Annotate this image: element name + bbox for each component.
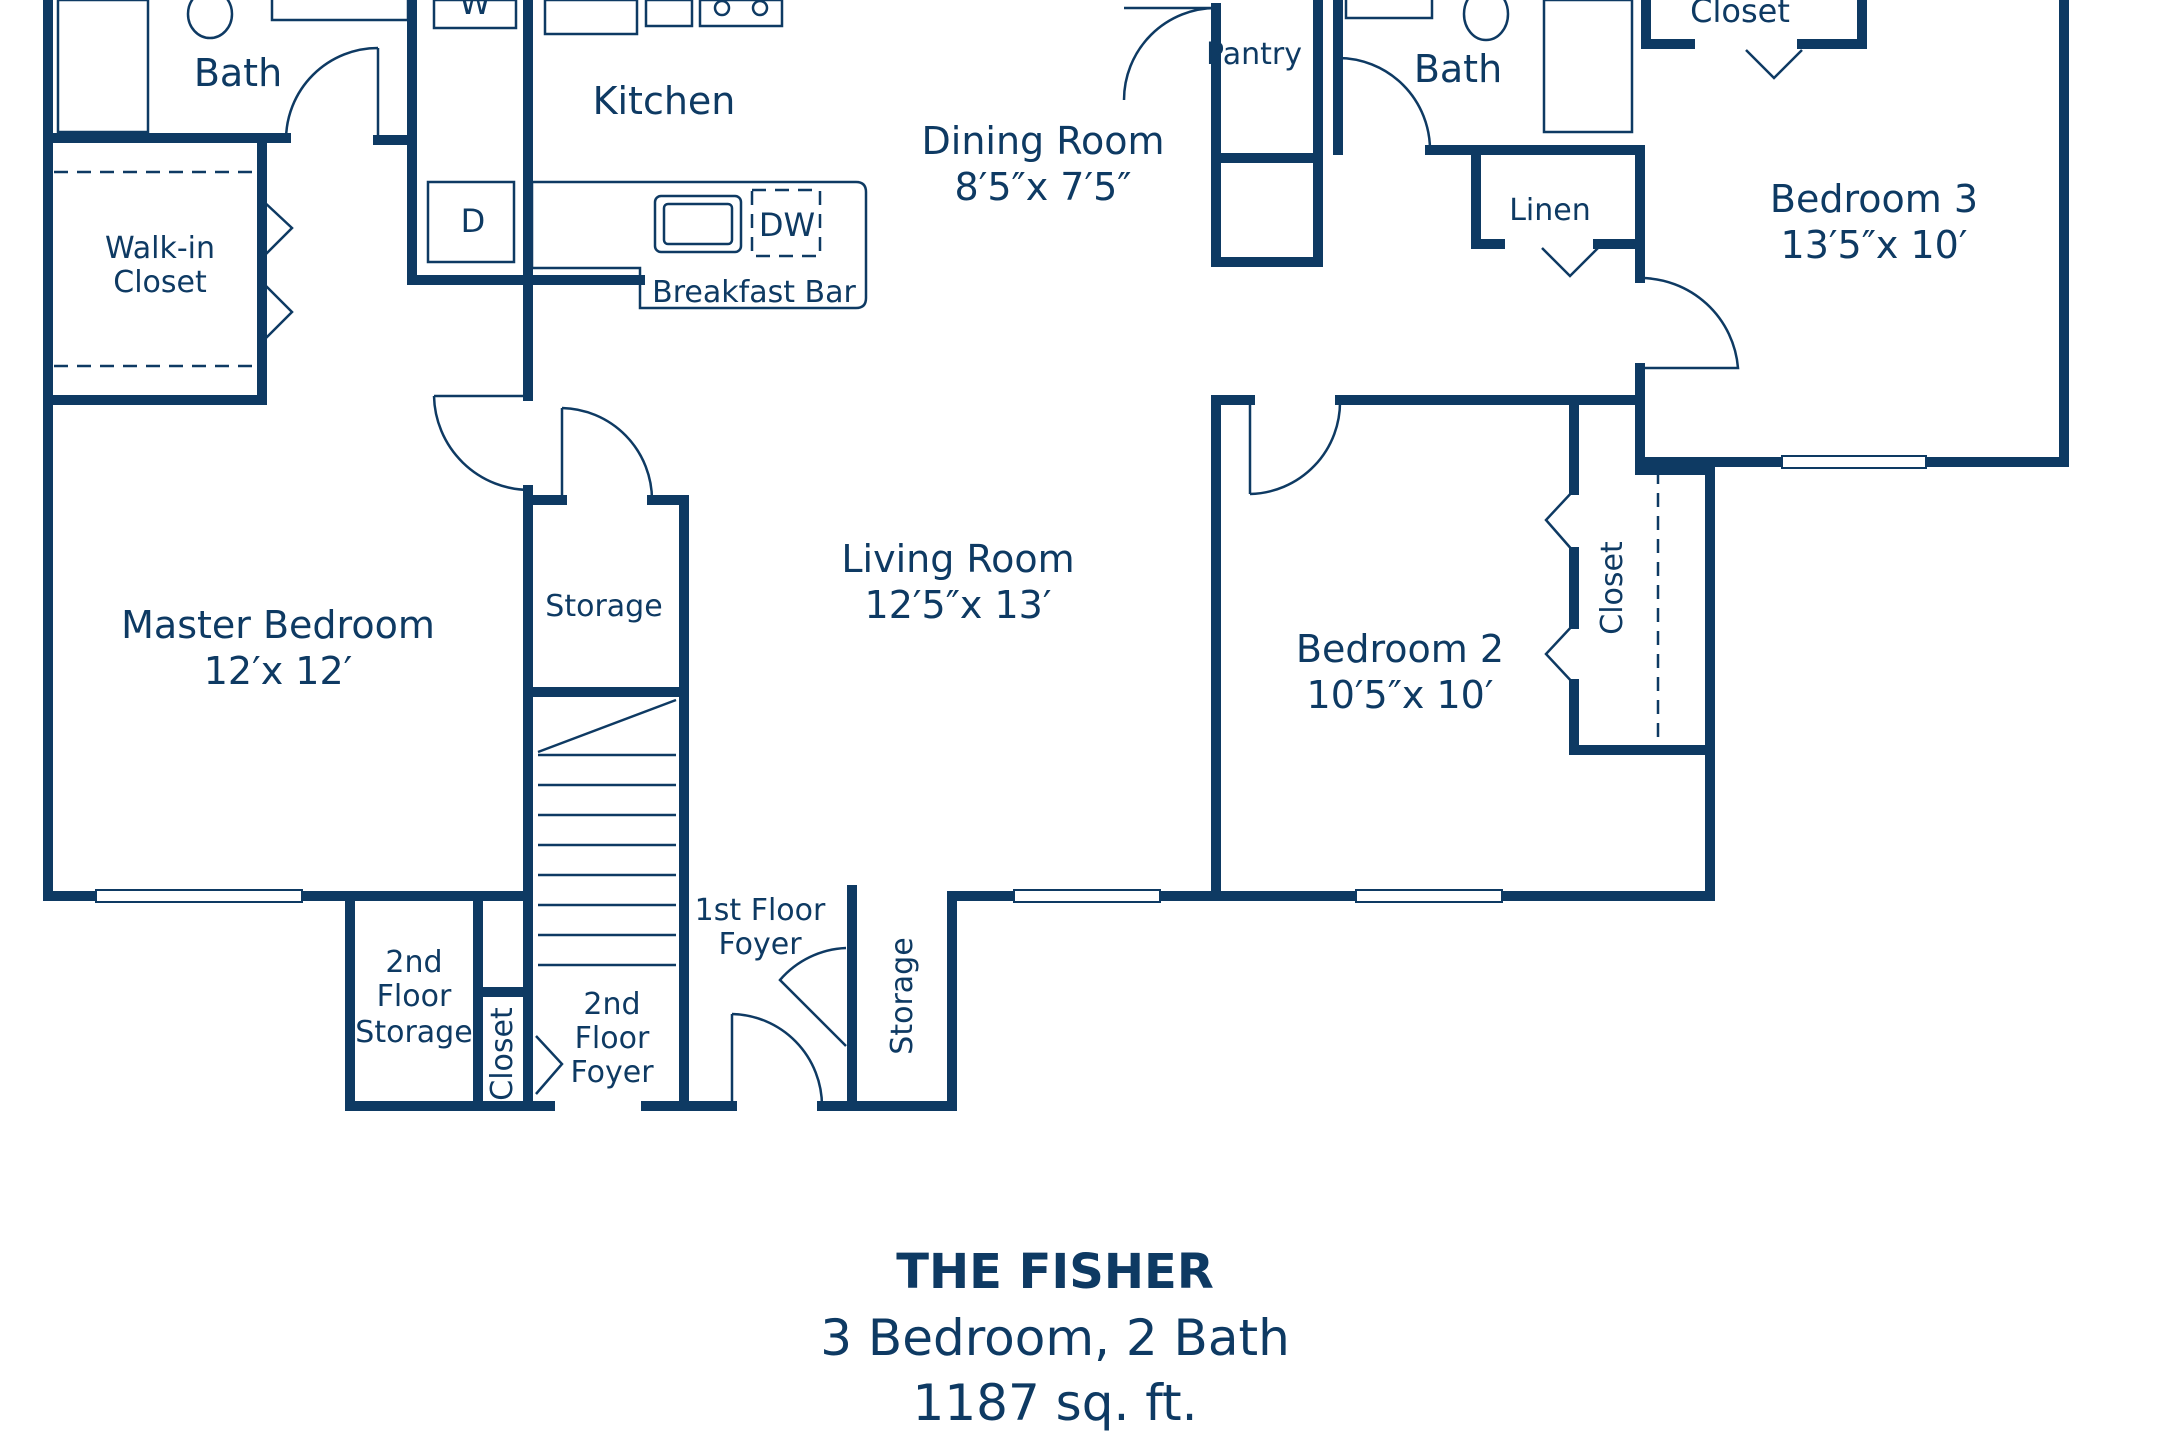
stove-box bbox=[698, 0, 784, 28]
fridge-box bbox=[543, 0, 639, 36]
toilet-left bbox=[186, 0, 234, 40]
room-label-storage-center: Storage bbox=[545, 589, 662, 624]
plan-summary: 3 Bedroom, 2 Bath bbox=[820, 1309, 1290, 1367]
windows bbox=[95, 455, 1927, 903]
breakfast-bar-counter bbox=[530, 180, 868, 310]
room-label-storage-bottom: Storage bbox=[885, 937, 920, 1054]
room-label-pantry: Pantry bbox=[1206, 37, 1302, 72]
living-room-name: Living Room bbox=[841, 537, 1074, 581]
walkin-closet-line2: Closet bbox=[113, 265, 207, 300]
master-bedroom-size: 12′x 12′ bbox=[204, 649, 353, 693]
bifold-door bbox=[1544, 489, 1575, 685]
first-floor-foyer-line2: Foyer bbox=[718, 927, 802, 962]
dishwasher-outline bbox=[750, 188, 822, 258]
door-swing bbox=[560, 406, 654, 501]
staircase bbox=[537, 698, 677, 967]
walls bbox=[43, 0, 2069, 1111]
plan-caption: THE FISHER 3 Bedroom, 2 Bath 1187 sq. ft… bbox=[820, 1244, 1290, 1432]
burner-icon bbox=[751, 0, 769, 17]
door-swing bbox=[1122, 6, 1218, 101]
second-floor-foyer-line1: 2nd bbox=[583, 987, 640, 1022]
kitchen-sink bbox=[653, 194, 743, 254]
room-label-bath-right: Bath bbox=[1414, 47, 1502, 91]
second-floor-foyer-line2: Floor bbox=[575, 1021, 650, 1056]
window bbox=[1355, 889, 1503, 903]
plan-name: THE FISHER bbox=[896, 1244, 1214, 1300]
door-swing bbox=[1248, 399, 1342, 496]
dishwasher-label: DW bbox=[759, 206, 815, 244]
dining-room-size: 8′5″x 7′5″ bbox=[955, 165, 1132, 209]
entry-door-swing bbox=[730, 1012, 824, 1107]
vanity-right bbox=[1344, 0, 1434, 20]
doors bbox=[261, 6, 1803, 1107]
living-room-size: 12′5″x 13′ bbox=[865, 583, 1052, 627]
second-floor-storage-line3: Storage bbox=[355, 1015, 472, 1050]
door-swing bbox=[778, 946, 847, 1047]
fixtures bbox=[54, 0, 1660, 967]
washer-label: W bbox=[459, 0, 491, 22]
bathtub-right bbox=[1542, 0, 1634, 134]
room-label-bath-left: Bath bbox=[194, 51, 282, 95]
room-label-closet-bottom: Closet bbox=[485, 1007, 520, 1101]
bifold-door bbox=[1745, 49, 1803, 80]
bathtub-left bbox=[56, 0, 150, 134]
labels: Bath W D Kitchen DW Breakfast Bar Dining… bbox=[105, 0, 1978, 1101]
window bbox=[1781, 455, 1927, 469]
door-swing bbox=[1639, 276, 1740, 370]
room-label-closet-top: Closet bbox=[1690, 0, 1790, 30]
dryer-box bbox=[426, 180, 516, 264]
kitchen-sink-basin bbox=[662, 202, 734, 246]
master-bedroom-name: Master Bedroom bbox=[121, 603, 435, 647]
plan-area: 1187 sq. ft. bbox=[913, 1374, 1198, 1432]
counter-box bbox=[644, 0, 694, 28]
dining-room-name: Dining Room bbox=[922, 119, 1165, 163]
bedroom2-size: 10′5″x 10′ bbox=[1307, 673, 1494, 717]
second-floor-storage-line2: Floor bbox=[377, 979, 452, 1014]
toilet-right bbox=[1462, 0, 1510, 42]
vanity-left bbox=[270, 0, 410, 22]
burner-icon bbox=[713, 0, 731, 17]
room-label-kitchen: Kitchen bbox=[593, 79, 736, 123]
door-swing bbox=[432, 394, 531, 492]
bifold-door bbox=[535, 1035, 564, 1095]
walkin-closet-line1: Walk-in bbox=[105, 231, 215, 266]
first-floor-foyer-line1: 1st Floor bbox=[695, 893, 826, 928]
breakfast-bar-label: Breakfast Bar bbox=[652, 275, 856, 310]
window bbox=[95, 889, 303, 903]
room-label-linen: Linen bbox=[1509, 193, 1591, 228]
dryer-label: D bbox=[461, 202, 486, 240]
second-floor-foyer-line3: Foyer bbox=[570, 1055, 654, 1090]
bedroom3-size: 13′5″x 10′ bbox=[1781, 223, 1968, 267]
second-floor-storage-line1: 2nd bbox=[385, 945, 442, 980]
bifold-door bbox=[1541, 247, 1599, 278]
bedroom2-name: Bedroom 2 bbox=[1296, 627, 1504, 671]
washer-box bbox=[432, 0, 518, 30]
door-swing bbox=[284, 46, 380, 141]
room-label-closet-bedroom2: Closet bbox=[1595, 541, 1630, 635]
bifold-door bbox=[261, 199, 294, 343]
window bbox=[1013, 889, 1161, 903]
bedroom3-name: Bedroom 3 bbox=[1770, 177, 1978, 221]
